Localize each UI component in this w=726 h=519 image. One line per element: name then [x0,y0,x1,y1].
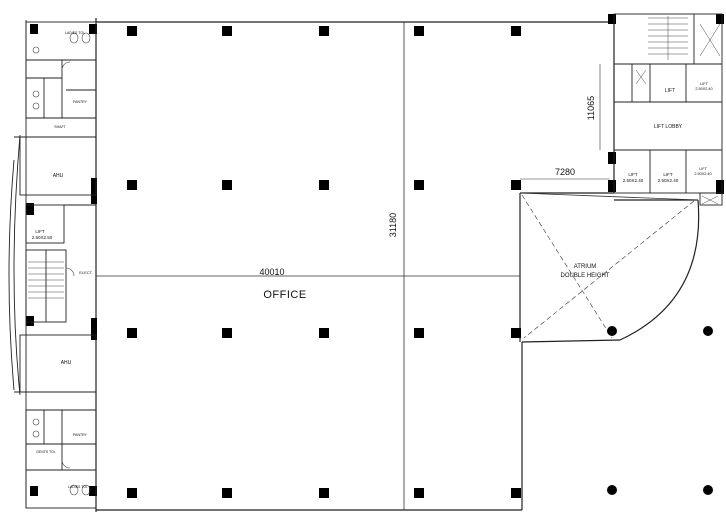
west-lift-label: LIFT [35,229,45,234]
column [127,328,137,338]
columns [26,14,724,498]
core-height-dimension: 11065 [586,96,596,120]
column [716,14,724,24]
atrium [519,192,699,339]
west-stair-treads [28,261,64,299]
column [319,488,329,498]
pantry-label: PANTRY [73,100,88,104]
lift-size: 2.50X2.40 [658,178,679,183]
column [127,180,137,190]
atrium-label: ATRIUM [574,264,597,270]
column [222,488,232,498]
column [716,180,724,194]
depth-dimension: 31180 [388,213,398,237]
column [414,488,424,498]
elect-label: ELECT. [79,270,93,275]
round-columns [607,326,713,495]
lift-size: 2.50X2.40 [623,178,644,183]
column [319,26,329,36]
column [414,180,424,190]
column [91,178,97,204]
column [127,488,137,498]
column [414,26,424,36]
east-stair-treads [635,16,721,205]
pantry-bottom-label: PANTRY [73,433,88,437]
round-column [703,485,713,495]
office-label: OFFICE [263,289,306,301]
core-offset-dimension: 7280 [555,167,575,177]
lift-label: LIFT [700,82,708,86]
grid-lines [96,22,520,510]
column [511,26,521,36]
atrium-label-2: DOUBLE HEIGHT [560,273,609,279]
column [319,328,329,338]
column [91,318,97,340]
ahu-upper-label: AHU [53,173,64,179]
column [127,26,137,36]
column [608,14,616,24]
column [89,486,97,496]
column [30,486,38,496]
lift-size: 2.50X2.40 [694,172,711,176]
lift-label: LIFT [699,167,707,171]
lift-size: 2.50X2.40 [695,87,712,91]
lift-label: LIFT [663,172,673,177]
column [608,180,616,192]
column [89,24,97,34]
column [511,180,521,190]
building-outline [95,14,700,512]
toilet-fixtures [32,32,91,496]
column [222,328,232,338]
round-column [607,326,617,336]
column [608,152,616,164]
shaft-label: SHAFT [54,125,66,129]
ladies-toilet-bottom-label: LADIES TOI. [68,485,88,489]
west-lift-size: 2.50X2.50 [32,235,53,240]
column [30,24,38,34]
ahu-lower-label: AHU [61,360,72,366]
gents-toilet-label: GENTS TOI. [36,450,56,454]
column [222,26,232,36]
column [26,316,34,326]
column [222,180,232,190]
lift-lobby-label: LIFT LOBBY [654,124,683,130]
column [511,328,521,338]
column [26,203,34,215]
round-column [703,326,713,336]
width-dimension: 40010 [259,267,284,277]
lift-label: LIFT [628,172,638,177]
lift-label: LIFT [665,88,675,94]
round-column [607,485,617,495]
column [511,488,521,498]
column [414,328,424,338]
east-core [613,13,723,206]
column [319,180,329,190]
ladies-toilet-label: LADIES TOI. [65,31,85,35]
